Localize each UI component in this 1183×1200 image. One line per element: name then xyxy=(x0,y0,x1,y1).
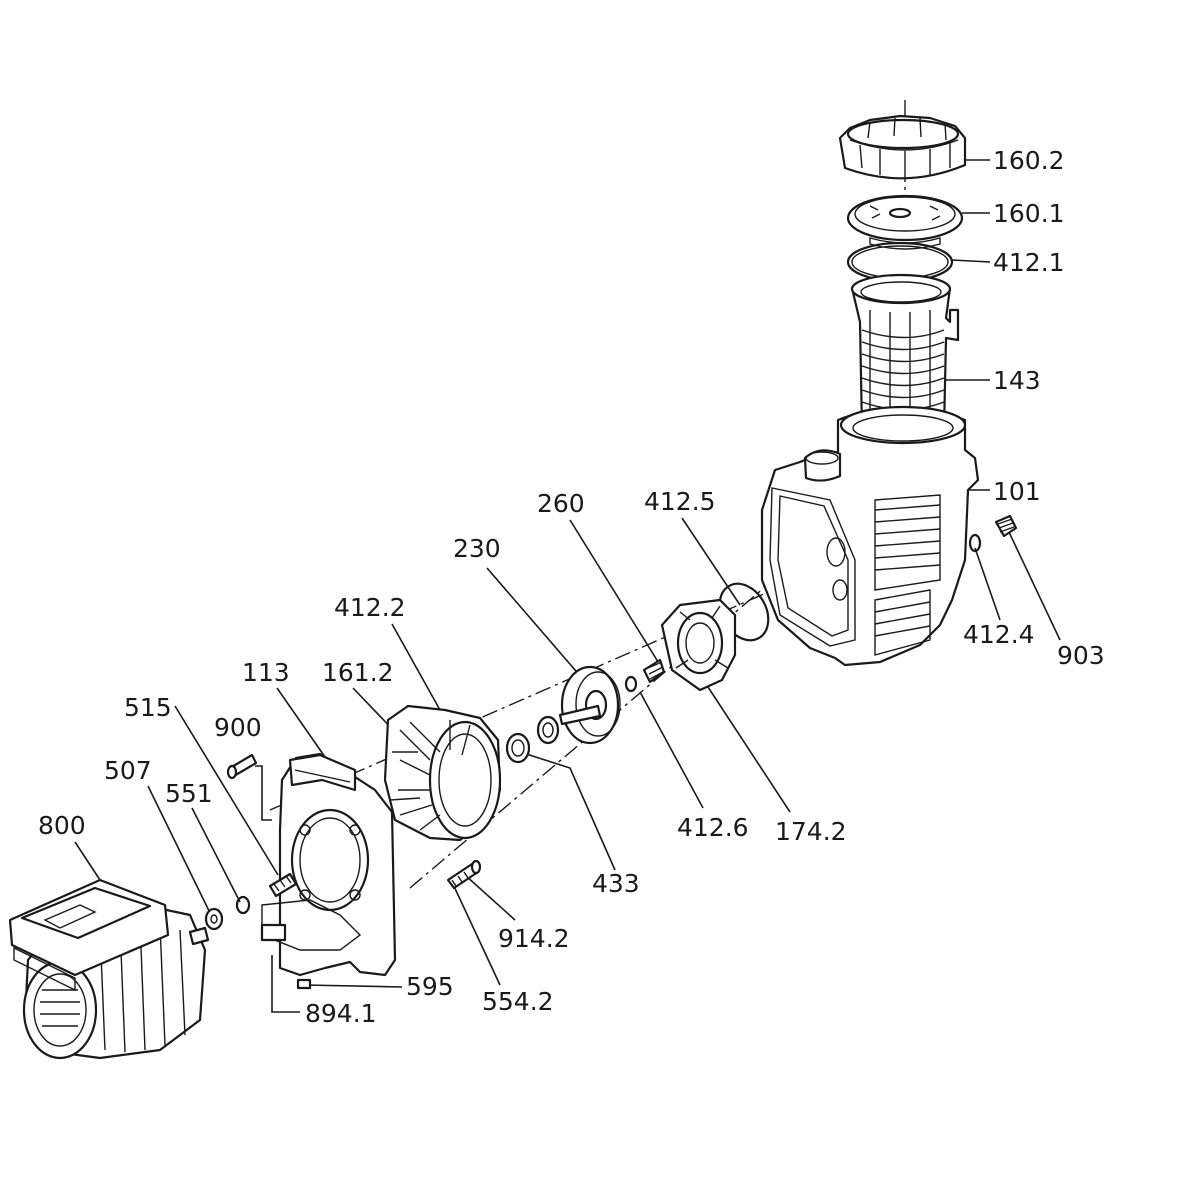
label-914-2: 914.2 xyxy=(498,924,570,953)
label-230: 230 xyxy=(453,534,501,563)
label-595: 595 xyxy=(406,972,454,1001)
impeller-230 xyxy=(558,665,621,745)
bracket-113 xyxy=(260,752,397,990)
label-507: 507 xyxy=(104,756,152,785)
cover-ring-160-2 xyxy=(838,114,967,180)
coupling-515 xyxy=(268,872,298,898)
label-260: 260 xyxy=(537,489,585,518)
label-515: 515 xyxy=(124,693,172,722)
washer-551 xyxy=(235,895,251,915)
seal-housing-161-2 xyxy=(383,704,502,842)
label-160-2: 160.2 xyxy=(993,146,1065,175)
label-412-4: 412.4 xyxy=(963,620,1035,649)
washer-507 xyxy=(204,907,224,931)
strainer-basket-143 xyxy=(850,273,960,442)
label-161-2: 161.2 xyxy=(322,658,394,687)
motor-800 xyxy=(8,878,210,1060)
label-412-1: 412.1 xyxy=(993,248,1065,277)
screw-914-2 xyxy=(446,859,482,890)
label-903: 903 xyxy=(1057,641,1105,670)
label-551: 551 xyxy=(165,779,213,808)
o-ring-412-6 xyxy=(624,675,638,693)
drain-plug-903 xyxy=(994,514,1018,538)
label-554-2: 554.2 xyxy=(482,987,554,1016)
label-894-1: 894.1 xyxy=(305,999,377,1028)
label-433: 433 xyxy=(592,869,640,898)
label-412-6: 412.6 xyxy=(677,813,749,842)
label-160-1: 160.1 xyxy=(993,199,1065,228)
part-labels: 160.2 160.1 412.1 143 101 903 412.4 412.… xyxy=(38,146,1105,1028)
diffuser-174-2 xyxy=(660,598,737,692)
lid-160-1 xyxy=(846,194,964,250)
mechanical-seal-260 xyxy=(642,658,666,684)
label-800: 800 xyxy=(38,811,86,840)
o-ring-412-4 xyxy=(968,533,982,553)
label-174-2: 174.2 xyxy=(775,817,847,846)
label-412-5: 412.5 xyxy=(644,487,716,516)
bearing-433 xyxy=(505,715,560,764)
bolt-900 xyxy=(226,753,258,780)
label-113: 113 xyxy=(242,658,290,687)
pump-housing-101 xyxy=(760,405,980,667)
label-900: 900 xyxy=(214,713,262,742)
label-143: 143 xyxy=(993,366,1041,395)
label-101: 101 xyxy=(993,477,1041,506)
label-412-2: 412.2 xyxy=(334,593,406,622)
